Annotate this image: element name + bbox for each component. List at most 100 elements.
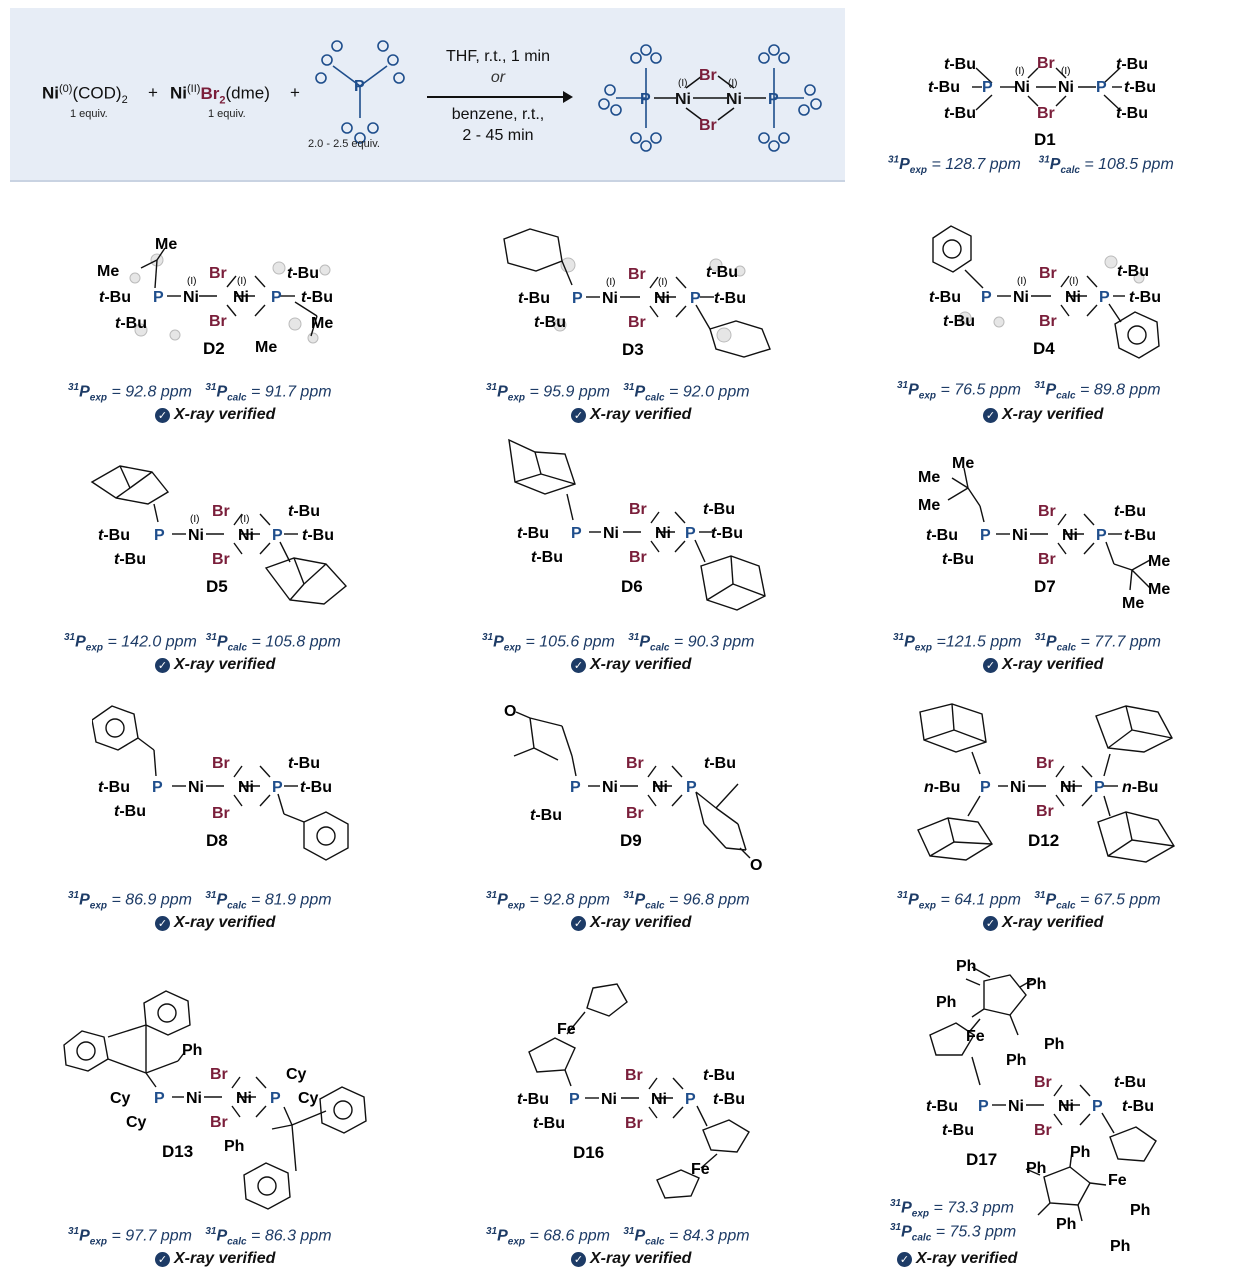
svg-text:t-Bu: t-Bu <box>531 549 563 566</box>
svg-text:Br: Br <box>628 266 646 283</box>
svg-text:t-Bu: t-Bu <box>301 289 333 306</box>
d8-xray-badge: ✓X-ray verified <box>155 914 275 932</box>
svg-text:P: P <box>1099 289 1110 306</box>
reagent-ni0-cod: Ni(0)(COD)2 <box>42 83 128 107</box>
svg-text:Br: Br <box>1034 1122 1052 1139</box>
svg-text:Me: Me <box>918 469 940 486</box>
svg-text:(I): (I) <box>678 78 687 89</box>
svg-text:Ph: Ph <box>224 1138 244 1155</box>
svg-text:Ph: Ph <box>956 958 976 975</box>
svg-text:Ph: Ph <box>1006 1052 1026 1069</box>
svg-text:n-Bu: n-Bu <box>924 779 960 796</box>
svg-text:Ni: Ni <box>1058 79 1074 96</box>
d17-xray-badge: ✓X-ray verified <box>897 1250 1017 1268</box>
complex-d2: Me Me t-Bu t-Bu P Ni Ni Br Br (I)(I) P t… <box>95 230 355 375</box>
svg-text:Ph: Ph <box>1056 1216 1076 1233</box>
d6-xray-badge: ✓X-ray verified <box>571 656 691 674</box>
complex-d9: O t-Bu P Ni Ni Br Br P t-Bu O D9 <box>500 698 780 883</box>
svg-text:(I): (I) <box>1069 276 1078 287</box>
svg-text:Ni: Ni <box>1065 289 1081 306</box>
check-icon: ✓ <box>571 407 586 423</box>
svg-text:Br: Br <box>209 313 227 330</box>
complex-d4-structure: t-Bu t-Bu P Ni Ni Br Br (I)(I) P t-Bu t-… <box>929 225 1161 359</box>
svg-text:Me: Me <box>952 455 974 472</box>
svg-text:t-Bu: t-Bu <box>706 264 738 281</box>
svg-text:Ni: Ni <box>655 525 671 542</box>
plus-sign-1: + <box>148 83 158 102</box>
svg-text:Br: Br <box>1036 803 1054 820</box>
svg-text:Ni: Ni <box>1058 1098 1074 1115</box>
d16-nmr: 31Pexp = 68.6 ppm 31Pcalc = 84.3 ppm <box>486 1226 750 1248</box>
d9-xray-badge: ✓X-ray verified <box>571 914 691 932</box>
svg-text:t-Bu: t-Bu <box>1124 527 1156 544</box>
complex-d7-structure: Me Me Me t-Bu t-Bu P Ni Ni Br Br P t-Bu … <box>918 455 1170 612</box>
svg-text:(I): (I) <box>1061 66 1070 77</box>
svg-text:P: P <box>980 779 991 796</box>
svg-text:t-Bu: t-Bu <box>1114 1074 1146 1091</box>
complex-d12: n-Bu P Ni Ni Br Br P n-Bu D12 <box>912 698 1192 873</box>
svg-text:Br: Br <box>626 755 644 772</box>
svg-text:D17: D17 <box>966 1150 997 1169</box>
svg-text:t-Bu: t-Bu <box>703 1067 735 1084</box>
complex-d8: t-Bu t-Bu P Ni Ni Br Br P t-Bu t-Bu D8 <box>91 700 362 875</box>
svg-text:P: P <box>1096 79 1107 96</box>
svg-text:t-Bu: t-Bu <box>288 503 320 520</box>
svg-text:Ni: Ni <box>188 527 204 544</box>
svg-text:Ph: Ph <box>936 994 956 1011</box>
svg-text:t-Bu: t-Bu <box>714 290 746 307</box>
d4-xray-badge: ✓X-ray verified <box>983 406 1103 424</box>
complex-d16-structure: Fe t-Bu t-Bu P Ni Ni Br Br P t-Bu t-Bu F… <box>517 983 750 1199</box>
svg-text:t-Bu: t-Bu <box>1117 263 1149 280</box>
complex-d13-structure: Ph Cy Cy P Ni Ni Br Br P Cy Cy Ph D13 <box>63 990 367 1210</box>
svg-text:D2: D2 <box>203 339 225 358</box>
svg-text:Ni: Ni <box>1062 527 1078 544</box>
svg-text:Br: Br <box>1038 503 1056 520</box>
svg-text:P: P <box>1094 779 1105 796</box>
svg-text:t-Bu: t-Bu <box>288 755 320 772</box>
svg-text:t-Bu: t-Bu <box>534 314 566 331</box>
svg-text:P: P <box>152 779 163 796</box>
d13-nmr: 31Pexp = 97.7 ppm 31Pcalc = 86.3 ppm <box>68 1226 332 1248</box>
svg-text:Ph: Ph <box>1110 1238 1130 1255</box>
svg-text:Me: Me <box>1148 581 1170 598</box>
svg-text:Ni: Ni <box>238 779 254 796</box>
complex-d7: Me Me Me t-Bu t-Bu P Ni Ni Br Br P t-Bu … <box>918 448 1188 623</box>
complex-d6-structure: t-Bu t-Bu P Ni Ni Br Br P t-Bu t-Bu D6 <box>508 438 766 611</box>
svg-text:Br: Br <box>1038 551 1056 568</box>
check-icon: ✓ <box>155 1251 170 1267</box>
svg-text:Ni: Ni <box>233 289 249 306</box>
d16-xray-badge: ✓X-ray verified <box>571 1250 691 1268</box>
svg-text:D13: D13 <box>162 1142 193 1161</box>
svg-text:P: P <box>640 91 651 108</box>
check-icon: ✓ <box>983 657 998 673</box>
svg-text:P: P <box>154 1090 165 1107</box>
svg-text:Ni: Ni <box>188 779 204 796</box>
svg-text:D5: D5 <box>206 577 228 596</box>
svg-text:Me: Me <box>155 236 177 253</box>
svg-text:Br: Br <box>1037 55 1055 72</box>
plus-sign-2: + <box>290 83 300 102</box>
svg-text:t-Bu: t-Bu <box>517 1091 549 1108</box>
svg-text:Ph: Ph <box>1070 1144 1090 1161</box>
svg-text:Ni: Ni <box>601 1091 617 1108</box>
svg-text:Fe: Fe <box>557 1021 576 1038</box>
check-icon: ✓ <box>571 657 586 673</box>
check-icon: ✓ <box>155 915 170 931</box>
svg-text:P: P <box>980 527 991 544</box>
svg-text:P: P <box>153 289 164 306</box>
check-icon: ✓ <box>983 915 998 931</box>
svg-text:t-Bu: t-Bu <box>944 105 976 122</box>
check-icon: ✓ <box>983 407 998 423</box>
svg-text:t-Bu: t-Bu <box>1124 79 1156 96</box>
svg-text:Br: Br <box>699 117 717 134</box>
svg-text:Me: Me <box>918 497 940 514</box>
svg-text:Br: Br <box>1037 105 1055 122</box>
svg-text:Me: Me <box>311 315 333 332</box>
reagent-ni2-br2-dme: Ni(II)Br2(dme) <box>170 83 270 107</box>
svg-text:P: P <box>271 289 282 306</box>
svg-text:Ni: Ni <box>603 525 619 542</box>
svg-text:t-Bu: t-Bu <box>926 527 958 544</box>
svg-text:D7: D7 <box>1034 577 1056 596</box>
svg-text:Ni: Ni <box>1060 779 1076 796</box>
svg-text:t-Bu: t-Bu <box>926 1098 958 1115</box>
